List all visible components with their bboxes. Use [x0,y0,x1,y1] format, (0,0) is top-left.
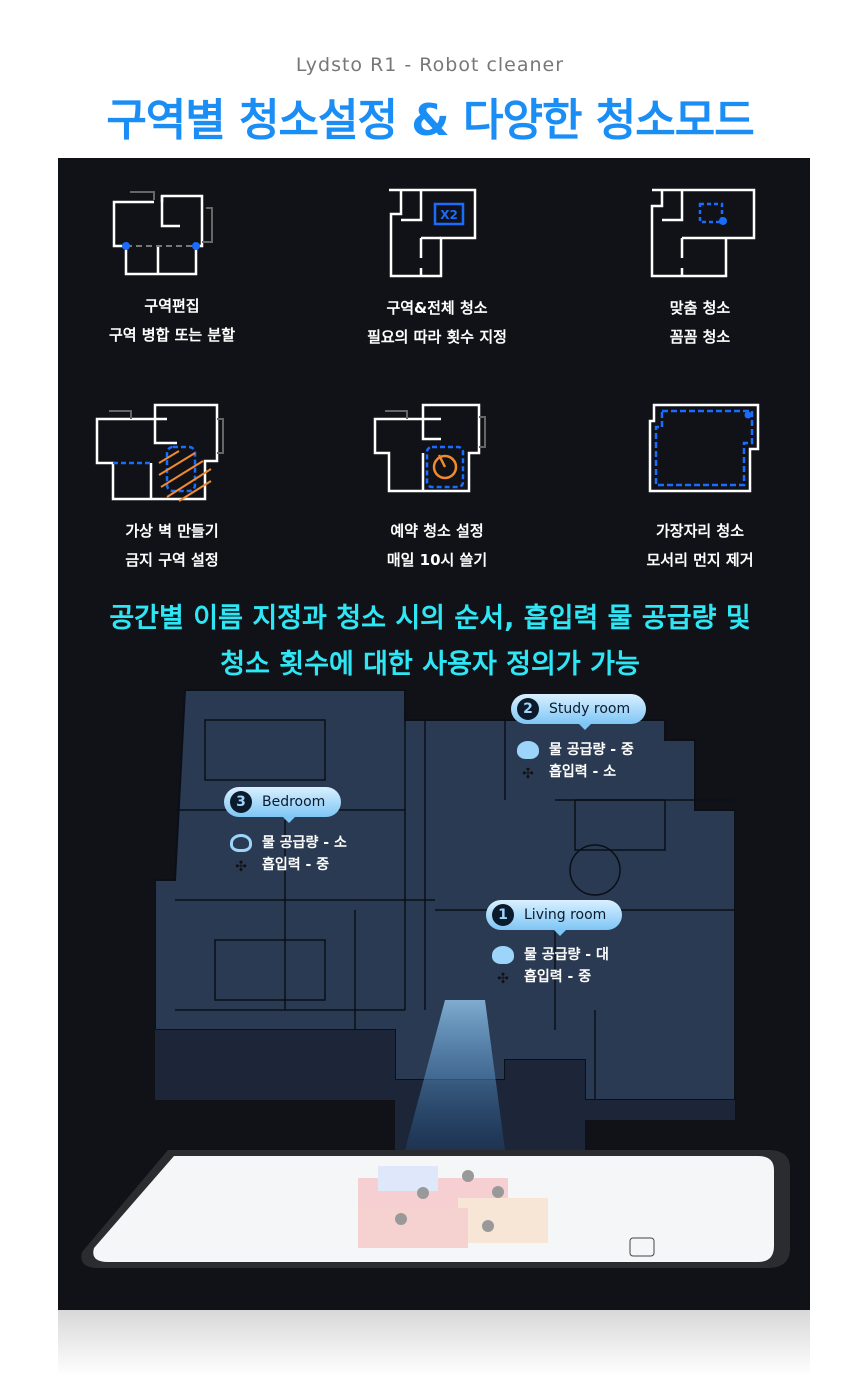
fan-icon: ✣ [235,859,247,875]
fan-icon: ✣ [522,766,534,782]
app-map-preview [358,1166,548,1248]
repeat-x2-icon: X2 [389,188,477,278]
spot-clean-icon [650,188,756,278]
product-subtitle: Lydsto R1 - Robot cleaner [295,54,565,76]
virtual-wall-icon [95,403,224,502]
app-back-button[interactable] [629,1237,655,1257]
zone-edit-icon [112,191,213,276]
room-settings-study: 물 공급량 - 중 ✣흡입력 - 소 [517,739,634,783]
room-settings-living: 물 공급량 - 대 ✣흡입력 - 중 [492,944,609,988]
water-drop-icon [517,741,539,759]
water-drop-icon [230,834,252,852]
headline: 공간별 이름 지정과 청소 시의 순서, 흡입력 물 공급량 및 청소 횟수에 … [109,603,751,680]
floor-plan-3d [155,689,735,1150]
fan-icon: ✣ [497,971,509,987]
schedule-icon [373,403,486,493]
edge-clean-icon [648,403,760,493]
room-settings-bedroom: 물 공급량 - 소 ✣흡입력 - 중 [230,832,347,876]
reflection [58,1310,810,1376]
svg-text:X2: X2 [440,208,458,222]
smartphone [81,1150,791,1268]
page-title: 구역별 청소설정 & 다양한 청소모드 [106,95,754,146]
water-drop-icon [492,946,514,964]
